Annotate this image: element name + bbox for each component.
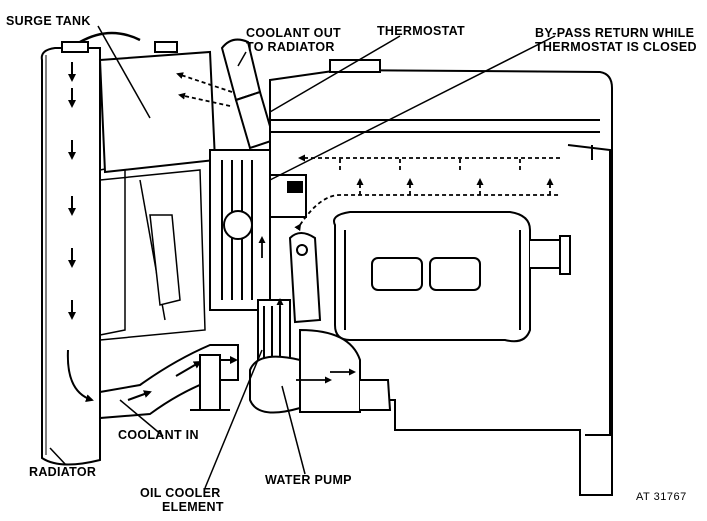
water-pump — [249, 328, 392, 414]
label-coolant-out-line1: COOLANT OUT — [246, 26, 341, 40]
radiator-cap — [61, 31, 141, 53]
engine-mount — [190, 354, 230, 411]
pump-flow-arrows — [258, 236, 356, 384]
thermostat-housing — [269, 174, 307, 218]
label-water-pump: WATER PUMP — [265, 473, 352, 487]
flywheel-housing — [567, 144, 611, 436]
fan-shroud — [99, 169, 206, 341]
label-bypass-line2: THERMOSTAT IS CLOSED — [535, 40, 697, 54]
oil-cooler-element — [257, 299, 291, 365]
label-oil-cooler-line1: OIL COOLER — [140, 486, 221, 500]
governor-housing — [288, 232, 322, 324]
label-coolant-out-line2: TO RADIATOR — [246, 40, 335, 54]
label-surge-tank: SURGE TANK — [6, 14, 91, 28]
blower-housing — [333, 211, 571, 343]
pulley-assembly — [209, 149, 271, 311]
label-oil-cooler-line2: ELEMENT — [162, 500, 224, 514]
leader-lines — [49, 25, 556, 489]
radiator-flow-arrows — [66, 62, 94, 403]
figure-reference: AT 31767 — [636, 491, 687, 503]
label-coolant-in: COOLANT IN — [118, 428, 199, 442]
label-bypass-line1: BY-PASS RETURN WHILE — [535, 26, 695, 40]
coolant-outlet-elbow — [220, 38, 276, 150]
label-radiator: RADIATOR — [29, 465, 97, 479]
label-thermostat: THERMOSTAT — [377, 24, 465, 38]
radiator-body — [40, 47, 126, 466]
manifold-flow-arrows — [294, 154, 560, 232]
outlet-flow-arrows — [176, 72, 233, 107]
